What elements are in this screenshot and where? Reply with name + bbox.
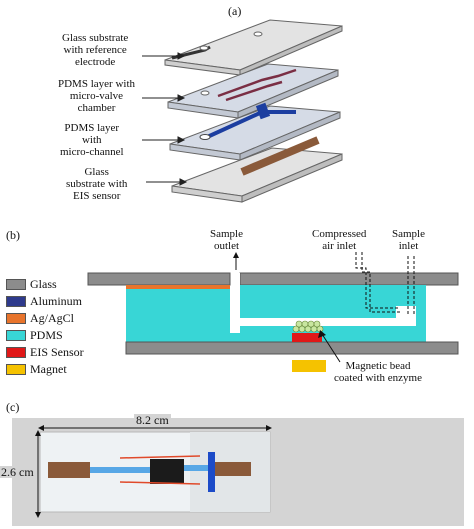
legend-label: Ag/AgCl [30,311,75,325]
legend-label: EIS Sensor [30,345,84,359]
legend-item: PDMS [6,327,84,344]
callout-compressed-air-inlet: Compressed air inlet [312,228,367,252]
label-layer-pdms-valve: PDMS layer with micro-valve chamber [58,78,135,114]
dimension-height-label: 2.6 cm [0,465,35,479]
layer-glass-eis [171,136,343,203]
legend-item: Aluminum [6,293,84,310]
legend-label: Magnet [30,362,67,376]
legend-label: Aluminum [30,294,83,308]
label-layer-pdms-channel: PDMS layer with micro-channel [60,122,124,158]
device-photo [12,418,464,526]
callout-sample-outlet: Sample outlet [210,228,243,252]
dimension-width-label: 8.2 cm [134,413,171,427]
label-layer-glass-reference: Glass substrate with reference electrode [62,32,129,68]
legend-label: Glass [30,277,57,291]
layer-pdms-channel [169,102,341,161]
legend-label: PDMS [30,328,63,342]
legend-swatch-ag-agcl [6,313,26,324]
legend-swatch-magnet [6,364,26,375]
layer-glass-reference [164,19,343,76]
legend-swatch-aluminum [6,296,26,307]
panel-c-letter: (c) [6,400,20,414]
panel-b-letter: (b) [6,228,20,242]
callout-sample-inlet: Sample inlet [392,228,425,252]
legend-swatch-pdms [6,330,26,341]
legend-swatch-glass [6,279,26,290]
legend-swatch-eis-sensor [6,347,26,358]
legend-item: EIS Sensor [6,344,84,361]
legend-item: Ag/AgCl [6,310,84,327]
material-legend: Glass Aluminum Ag/AgCl PDMS EIS Sensor M… [6,276,84,378]
cross-section [87,252,459,372]
legend-item: Magnet [6,361,84,378]
legend-item: Glass [6,276,84,293]
callout-magnetic-bead: Magnetic bead coated with enzyme [334,360,422,384]
panel-a-letter: (a) [228,4,242,18]
label-layer-glass-eis: Glass substrate with EIS sensor [66,166,128,202]
